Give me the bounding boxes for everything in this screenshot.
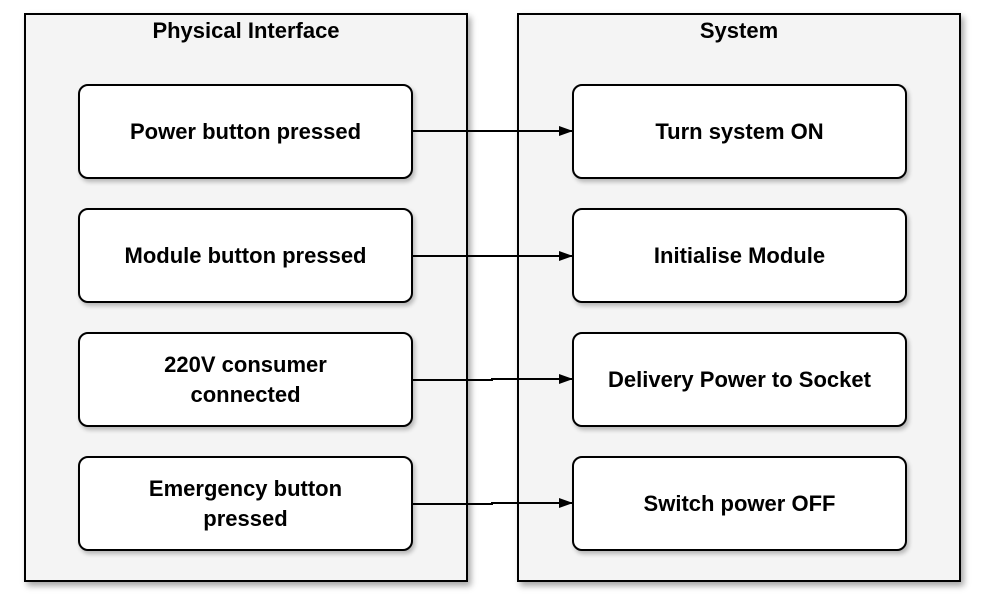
action-label: Initialise Module — [653, 242, 826, 268]
action-initialise-module: Initialise Module — [572, 208, 907, 303]
event-module-button-pressed: Module button pressed — [78, 208, 413, 303]
action-label: Switch power OFF — [643, 490, 836, 516]
event-220v-consumer-connected: 220V consumer connected — [78, 332, 413, 427]
action-label: Turn system ON — [655, 118, 824, 144]
action-label: Delivery Power to Socket — [608, 366, 871, 392]
action-turn-system-on: Turn system ON — [572, 84, 907, 179]
event-emergency-button-pressed: Emergency button pressed — [78, 456, 413, 551]
event-label: Emergency button pressed — [148, 475, 343, 531]
event-power-button-pressed: Power button pressed — [78, 84, 413, 179]
system-title: System — [699, 18, 779, 43]
action-switch-power-off: Switch power OFF — [572, 456, 907, 551]
event-label: 220V consumer connected — [164, 351, 327, 407]
event-label: Module button pressed — [124, 242, 367, 268]
physical-interface-title: Physical Interface — [152, 18, 340, 43]
event-label: Power button pressed — [129, 118, 362, 144]
action-delivery-power-to-socket: Delivery Power to Socket — [572, 332, 907, 427]
